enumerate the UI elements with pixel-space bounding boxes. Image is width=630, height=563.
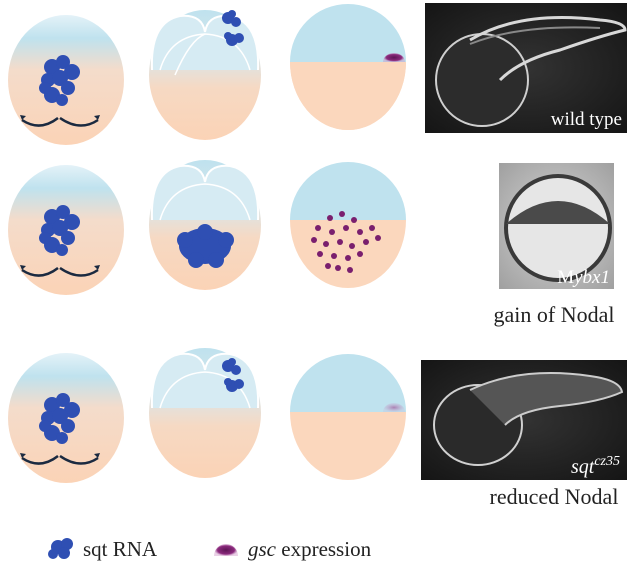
row-2: Mybx1 gain of Nodal bbox=[8, 160, 614, 327]
embryo-shield-row2 bbox=[290, 162, 406, 288]
embryo-egg-row1 bbox=[8, 15, 124, 145]
sqt-rna-cluster bbox=[39, 393, 80, 444]
caption-reduced-nodal: reduced Nodal bbox=[490, 484, 619, 509]
legend-sqt-swatch bbox=[48, 538, 73, 559]
sqt-rna-cluster bbox=[39, 205, 80, 256]
arrow-right bbox=[59, 116, 99, 127]
embryo-blastula-row3 bbox=[149, 348, 261, 478]
caption-gain-of-nodal: gain of Nodal bbox=[494, 302, 615, 327]
embryo-egg-row2 bbox=[8, 165, 124, 295]
gsc-expression-scatter bbox=[311, 211, 381, 273]
legend-sqt-label: sqt RNA bbox=[83, 537, 158, 561]
embryo-blastula-row2 bbox=[149, 160, 261, 290]
row-1: wild type bbox=[8, 3, 627, 145]
row-3: sqtcz35 reduced Nodal bbox=[8, 348, 627, 509]
photo-label-sqt-cz35: sqtcz35 bbox=[571, 454, 620, 478]
photo-sqt-cz35: sqtcz35 bbox=[421, 360, 627, 480]
sqt-rna-cluster bbox=[222, 10, 244, 46]
legend-gsc-label: gsc expression bbox=[248, 537, 372, 561]
photo-label-wild-type: wild type bbox=[551, 109, 622, 130]
arrow-left bbox=[21, 116, 59, 127]
sqt-rna-cluster bbox=[39, 55, 80, 106]
sqt-rna-cluster bbox=[177, 224, 234, 268]
photo-mybx1: Mybx1 bbox=[499, 163, 614, 289]
photo-wild-type: wild type bbox=[425, 3, 627, 133]
legend-gsc-swatch bbox=[214, 544, 238, 556]
legend: sqt RNA gsc expression bbox=[48, 537, 372, 561]
photo-label-mybx1: Mybx1 bbox=[557, 267, 610, 288]
embryo-shield-row3 bbox=[290, 354, 406, 480]
embryo-shield-row1 bbox=[290, 4, 406, 130]
embryo-egg-row3 bbox=[8, 353, 124, 483]
embryo-blastula-row1 bbox=[149, 10, 261, 140]
sqt-rna-cluster bbox=[222, 358, 244, 392]
